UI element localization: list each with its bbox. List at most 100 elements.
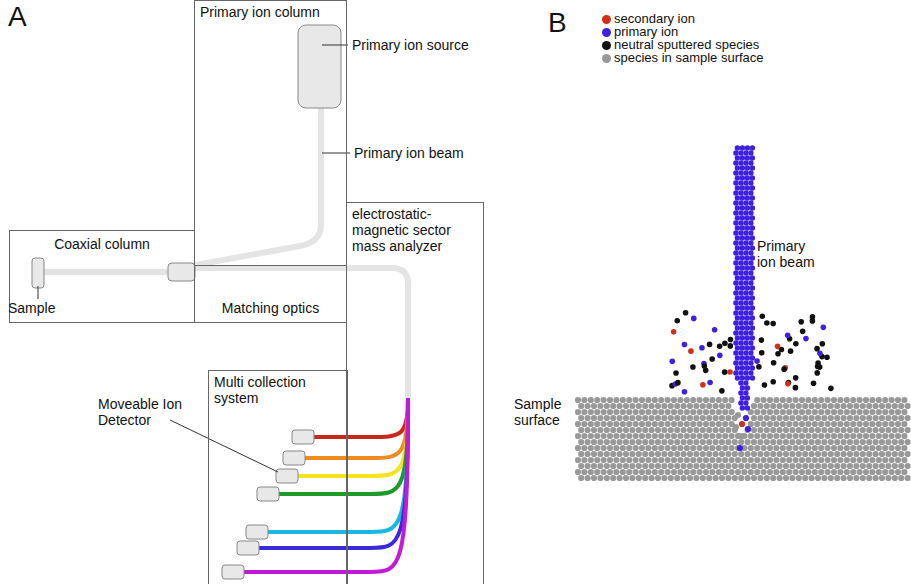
particle	[800, 329, 806, 335]
particle	[837, 397, 843, 403]
particle	[764, 415, 770, 421]
particle	[750, 165, 755, 170]
particle	[740, 215, 745, 220]
particle	[853, 403, 859, 409]
particle	[719, 415, 725, 421]
particle	[767, 457, 773, 463]
particle	[716, 409, 722, 415]
particle	[831, 469, 837, 475]
beams	[45, 108, 408, 572]
particle	[745, 365, 750, 370]
particle	[733, 330, 738, 335]
particle	[793, 409, 799, 415]
particle	[844, 457, 850, 463]
particle	[743, 150, 748, 155]
particle	[748, 350, 753, 355]
particle	[892, 451, 898, 457]
particle	[756, 364, 762, 370]
particle	[697, 433, 703, 439]
particle	[777, 463, 783, 469]
particle	[825, 469, 831, 475]
particle	[649, 451, 655, 457]
particle	[740, 245, 745, 250]
particle	[885, 463, 891, 469]
particle	[735, 345, 740, 350]
particle	[713, 463, 719, 469]
particle	[818, 397, 824, 403]
particle	[636, 415, 642, 421]
particle	[783, 451, 789, 457]
particle	[636, 475, 642, 481]
particle	[869, 421, 875, 427]
particle	[847, 475, 853, 481]
particle	[681, 475, 687, 481]
particle	[743, 230, 748, 235]
particle	[733, 200, 738, 205]
particle	[617, 463, 623, 469]
particle	[703, 457, 709, 463]
particle	[885, 475, 891, 481]
particle	[783, 415, 789, 421]
particle	[750, 315, 755, 320]
particle	[740, 315, 745, 320]
particle	[793, 433, 799, 439]
particle	[783, 475, 789, 481]
box-heading: Coaxial column	[17, 236, 187, 252]
particle	[735, 145, 740, 150]
particle	[719, 463, 725, 469]
particle	[597, 463, 603, 469]
particle	[743, 280, 748, 285]
particle	[709, 356, 715, 362]
particle	[850, 457, 856, 463]
particle	[750, 345, 755, 350]
particle	[786, 421, 792, 427]
particle	[812, 409, 818, 415]
particle	[716, 433, 722, 439]
particle	[824, 354, 830, 360]
particle	[633, 409, 639, 415]
particle	[639, 421, 645, 427]
particle	[812, 445, 818, 451]
particle	[613, 409, 619, 415]
particle	[895, 409, 901, 415]
particle	[665, 397, 671, 403]
particle	[743, 200, 748, 205]
particle	[754, 445, 760, 451]
particle	[738, 270, 743, 275]
particle	[898, 475, 904, 481]
particle	[610, 403, 616, 409]
particle	[620, 433, 626, 439]
particle	[709, 397, 715, 403]
particle	[745, 185, 750, 190]
particle	[745, 255, 750, 260]
particle	[799, 409, 805, 415]
particle	[821, 427, 827, 433]
particle	[750, 285, 755, 290]
particle	[770, 379, 776, 385]
particle	[821, 451, 827, 457]
particle	[821, 475, 827, 481]
particle	[575, 397, 581, 403]
particle	[770, 451, 776, 457]
particle	[793, 385, 799, 391]
particle	[733, 370, 738, 375]
particle	[740, 185, 745, 190]
particle	[818, 421, 824, 427]
particle	[898, 463, 904, 469]
particle	[684, 457, 690, 463]
particle	[860, 475, 866, 481]
particle	[745, 235, 750, 240]
particle	[905, 439, 911, 445]
particle	[750, 245, 755, 250]
particle	[745, 155, 750, 160]
particle	[674, 403, 680, 409]
particle	[700, 439, 706, 445]
particle	[578, 475, 584, 481]
particle	[863, 445, 869, 451]
particle	[812, 421, 818, 427]
particle	[898, 439, 904, 445]
particle	[879, 427, 885, 433]
particle	[733, 230, 738, 235]
particle	[770, 463, 776, 469]
particle	[591, 475, 597, 481]
